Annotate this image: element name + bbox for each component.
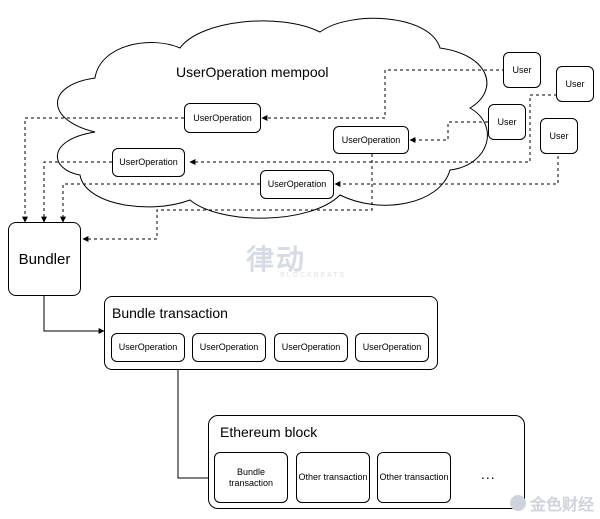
block-other-transaction-box: Other transaction (296, 452, 370, 503)
user-box: User (540, 118, 578, 154)
coin-logo-icon (509, 495, 526, 511)
watermark-center: 律动 (246, 244, 307, 275)
corner-watermark-text: 金色财经 (529, 497, 594, 514)
block-bundle-transaction-box: Bundle transaction (214, 452, 288, 503)
mempool-userop-box: UserOperation (112, 148, 185, 177)
connector-op4-bundler (60, 183, 260, 223)
userop-label: UserOperation (267, 179, 327, 189)
ethereum-block-title: Ethereum block (220, 424, 318, 440)
bundle-userop-box: UserOperation (274, 333, 348, 362)
user-label: User (512, 64, 532, 75)
block-other-transaction-box: Other transaction (377, 452, 451, 503)
mempool-userop-box: UserOperation (260, 170, 334, 199)
watermark-center-sub: BLOCKBEATS (280, 272, 347, 279)
userop-label: UserOperation (193, 112, 252, 123)
bundle-userop-box: UserOperation (355, 333, 429, 362)
bundler-label: Bundler (18, 250, 71, 268)
corner-watermark-logo: 金色财经 (509, 491, 594, 515)
user-box: User (488, 104, 526, 140)
connector-bundler-bundle (43, 296, 105, 334)
bundle-userop-box: UserOperation (192, 333, 266, 362)
block-item-label: Other transaction (379, 472, 449, 482)
userop-label: UserOperation (119, 157, 178, 167)
userop-label: UserOperation (118, 342, 178, 352)
user-label: User (565, 78, 585, 89)
connector-user4-op4 (334, 156, 559, 187)
bundle-transaction-title: Bundle transaction (112, 305, 228, 321)
user-label: User (497, 116, 517, 127)
userop-label: UserOperation (362, 342, 422, 352)
connector-op3-bundler (82, 154, 373, 242)
userop-label: UserOperation (281, 342, 341, 352)
user-box: User (503, 52, 541, 88)
block-item-label: Bundle transaction (228, 466, 274, 488)
userop-label: UserOperation (199, 342, 259, 352)
bundler-box: Bundler (8, 222, 81, 296)
user-box: User (556, 66, 594, 102)
mempool-userop-box: UserOperation (333, 126, 409, 154)
bundle-userop-box: UserOperation (111, 333, 185, 362)
mempool-userop-box: UserOperation (184, 103, 261, 133)
connector-user3-op3 (409, 121, 488, 143)
connector-bundle-block (177, 370, 215, 481)
userop-label: UserOperation (341, 134, 401, 145)
connector-op2-bundler (41, 161, 112, 223)
block-ellipsis: ... (481, 466, 496, 482)
block-item-label: Other transaction (298, 472, 368, 482)
mempool-title: UserOperation mempool (176, 64, 329, 80)
connector-user1-op1 (261, 69, 505, 121)
user-label: User (549, 130, 569, 141)
connector-user2-op2 (189, 94, 557, 165)
connector-op1-bundler (22, 117, 184, 223)
